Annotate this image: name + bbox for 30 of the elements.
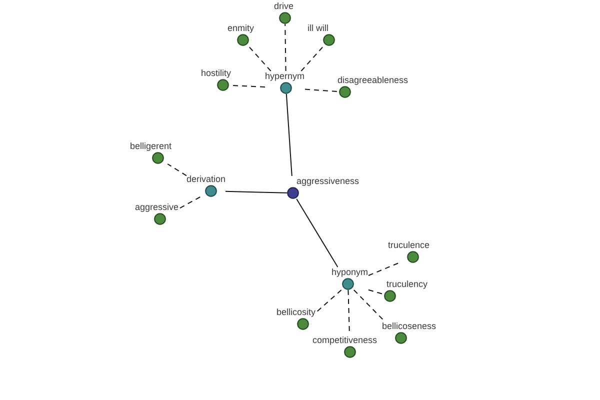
word-label: enmity bbox=[228, 23, 254, 34]
word-label: ill will bbox=[308, 23, 328, 34]
connector-line bbox=[296, 198, 338, 268]
word-label: aggressive bbox=[135, 202, 179, 213]
dashed-connector bbox=[304, 88, 338, 92]
word-label: bellicosity bbox=[276, 307, 316, 318]
dashed-connector bbox=[230, 84, 266, 88]
word-label: derivation bbox=[186, 174, 226, 185]
word-label: belligerent bbox=[130, 141, 172, 152]
word-label: hyponym bbox=[332, 267, 368, 278]
word-label: drive bbox=[274, 1, 294, 12]
connector-line bbox=[286, 94, 292, 176]
word-label: bellicoseness bbox=[382, 321, 436, 332]
dashed-connector bbox=[368, 262, 400, 276]
dashed-connector bbox=[167, 164, 187, 176]
dashed-connector bbox=[353, 290, 385, 322]
dashed-connector bbox=[300, 46, 324, 72]
dashed-connector bbox=[368, 289, 384, 295]
word-label: competitiveness bbox=[312, 335, 378, 346]
dashed-connector bbox=[284, 24, 286, 72]
dashed-connector bbox=[315, 290, 342, 314]
word-label: truculence bbox=[388, 240, 430, 251]
word-label: hostility bbox=[201, 68, 232, 79]
dashed-connector bbox=[178, 196, 201, 210]
word-label: hypernym bbox=[265, 71, 305, 82]
dashed-connector bbox=[248, 46, 272, 72]
word-label: aggressiveness bbox=[296, 176, 360, 187]
word-label: truculency bbox=[386, 279, 428, 290]
connector-line bbox=[225, 190, 288, 194]
word-label: disagreeableness bbox=[338, 75, 408, 86]
